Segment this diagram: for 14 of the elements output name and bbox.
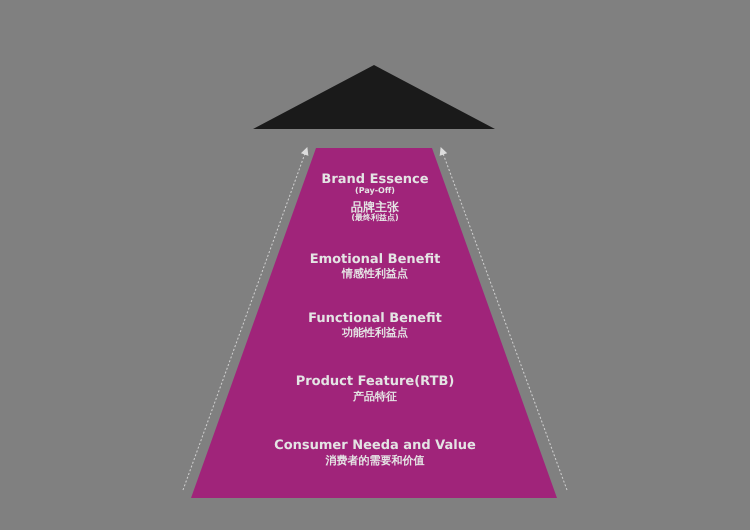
level-heading: Consumer Needa and Value [274,439,476,452]
level-heading-chinese: 情感性利益点 [342,268,408,279]
level-heading-chinese: 产品特征 [353,391,397,402]
trapezoid-shape [191,148,557,498]
level-heading: Product Feature(RTB) [296,375,454,388]
subtitle-text: (最终利益点) [351,214,399,222]
triangle-shape [253,65,495,129]
subtitle-text: (Pay-Off) [355,187,395,195]
level-heading: Functional Benefit [308,312,442,325]
level-heading: Emotional Benefit [310,253,440,266]
level-heading: Brand Essence [321,173,429,186]
level-heading-chinese: 消费者的需要和价值 [326,455,424,466]
level-heading-chinese: 功能性利益点 [342,327,408,338]
level-heading-chinese: 品牌主张 [351,201,399,213]
